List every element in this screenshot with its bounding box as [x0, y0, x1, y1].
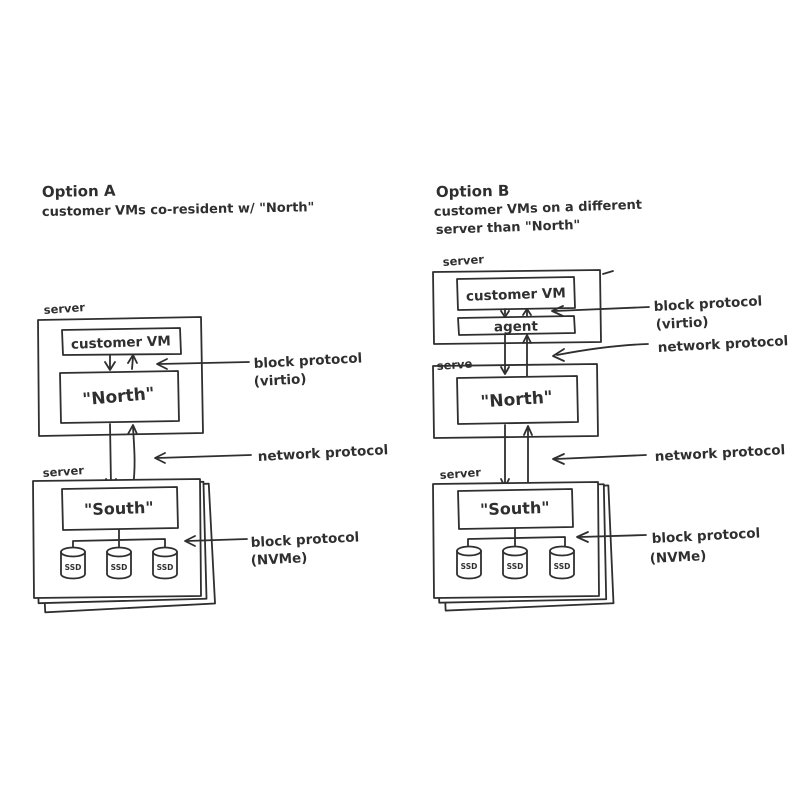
- ssd-cylinder: SSD: [60, 546, 86, 580]
- virtio-annotation-line1: block protocol: [653, 293, 762, 315]
- left-arrowhead-icon: [551, 305, 564, 317]
- up-arrowhead-icon: [522, 334, 532, 344]
- cylinder-body: [456, 550, 482, 580]
- customer-vm-label: customer VM: [71, 333, 171, 352]
- down-arrowhead-icon: [500, 310, 510, 318]
- cylinder-body: [502, 550, 528, 580]
- server-box-outline: [432, 481, 600, 599]
- up-arrow-line: [131, 356, 134, 370]
- south-label: "South": [84, 498, 154, 519]
- left-arrowhead-icon: [576, 531, 589, 543]
- agent-box: [457, 315, 576, 336]
- cylinder-top: [152, 546, 178, 558]
- virtio-annotation-line2: (virtio): [655, 314, 709, 333]
- option-a-panel: Option A customer VMs co-resident w/ "No…: [32, 182, 389, 614]
- annotation-arrow-line: [579, 534, 647, 538]
- north-label: "North": [480, 388, 553, 413]
- server-box-outline: [37, 316, 204, 437]
- north-box: [59, 370, 180, 424]
- server-label: server: [43, 300, 85, 317]
- down-arrowhead-icon: [500, 366, 510, 375]
- left-arrowhead-icon: [552, 348, 565, 362]
- cylinder-body: [549, 550, 575, 580]
- ssd-bus-line: [467, 528, 566, 548]
- ssd-cylinder: SSD: [152, 546, 178, 580]
- annotation-arrow-line: [556, 343, 649, 356]
- annotation-arrow-line: [158, 361, 250, 365]
- option-b-subtitle-line1: customer VMs on a different: [434, 198, 643, 220]
- annotation-arrow-line: [554, 306, 650, 312]
- ssd-label: SSD: [554, 562, 571, 571]
- nvme-annotation-line2: (NVMe): [250, 550, 307, 569]
- up-arrowhead-icon: [127, 424, 138, 435]
- cylinder-body: [106, 551, 132, 580]
- ssd-cylinder: SSD: [502, 545, 528, 580]
- north-label: "North": [82, 384, 156, 410]
- virtio-annotation-line2: (virtio): [253, 371, 307, 390]
- cylinder-top: [549, 545, 575, 557]
- annotation-arrow-line: [555, 454, 647, 460]
- left-arrowhead-icon: [552, 453, 565, 465]
- down-arrow-line: [109, 423, 112, 486]
- customer-vm-box: [61, 327, 182, 356]
- ssd-label: SSD: [111, 563, 128, 572]
- left-arrowhead-icon: [156, 358, 168, 370]
- up-arrow-line: [132, 426, 136, 488]
- stray-pen-mark: [602, 270, 614, 275]
- customer-vm-label: customer VM: [466, 285, 566, 304]
- server-box-outline: [432, 363, 599, 439]
- cylinder-body: [152, 551, 178, 580]
- south-box: [61, 486, 179, 531]
- cylinder-top: [106, 546, 132, 558]
- left-arrowhead-icon: [184, 535, 196, 547]
- south-label: "South": [480, 498, 550, 519]
- ssd-cylinder: SSD: [549, 545, 575, 580]
- option-b-subtitle-line2: server than "North": [436, 218, 581, 238]
- annotation-arrow-line: [156, 454, 252, 459]
- down-arrowhead-icon: [104, 361, 116, 371]
- nvme-annotation-line2: (NVMe): [649, 548, 706, 567]
- nvme-annotation-line1: block protocol: [651, 525, 760, 547]
- north-box: [456, 375, 579, 425]
- customer-vm-box: [456, 276, 576, 311]
- ssd-cylinder: SSD: [456, 545, 482, 580]
- server-box-outline: [32, 478, 202, 599]
- nvme-annotation-line1: block protocol: [250, 529, 359, 551]
- network-annotation-top: network protocol: [657, 333, 788, 356]
- server-box-outline: [432, 269, 602, 345]
- up-arrowhead-icon: [127, 354, 138, 364]
- option-b-panel: Option B customer VMs on a different ser…: [432, 182, 789, 612]
- server-label: serve: [436, 357, 473, 373]
- cylinder-body: [60, 551, 86, 580]
- server-label: server: [439, 465, 481, 482]
- ssd-label: SSD: [157, 563, 174, 572]
- ssd-bus-line: [72, 529, 166, 549]
- up-arrowhead-icon: [522, 308, 532, 316]
- network-annotation: network protocol: [257, 442, 388, 465]
- virtio-annotation-line1: block protocol: [253, 350, 362, 372]
- up-arrowhead-icon: [523, 425, 533, 436]
- cylinder-top: [456, 545, 482, 557]
- network-annotation-mid: network protocol: [654, 442, 785, 465]
- option-a-subtitle: customer VMs co-resident w/ "North": [42, 200, 315, 220]
- ssd-label: SSD: [65, 563, 82, 572]
- south-box: [457, 488, 574, 530]
- cylinder-top: [502, 545, 528, 557]
- ssd-label: SSD: [461, 562, 478, 571]
- annotation-arrow-line: [186, 538, 248, 542]
- ssd-cylinder: SSD: [106, 546, 132, 580]
- server-label: server: [442, 252, 484, 269]
- left-arrowhead-icon: [154, 452, 166, 464]
- option-a-title: Option A: [42, 182, 116, 201]
- option-b-title: Option B: [436, 182, 510, 201]
- ssd-label: SSD: [507, 562, 524, 571]
- cylinder-top: [60, 546, 86, 558]
- agent-label: agent: [494, 319, 539, 336]
- server-label: server: [42, 463, 84, 480]
